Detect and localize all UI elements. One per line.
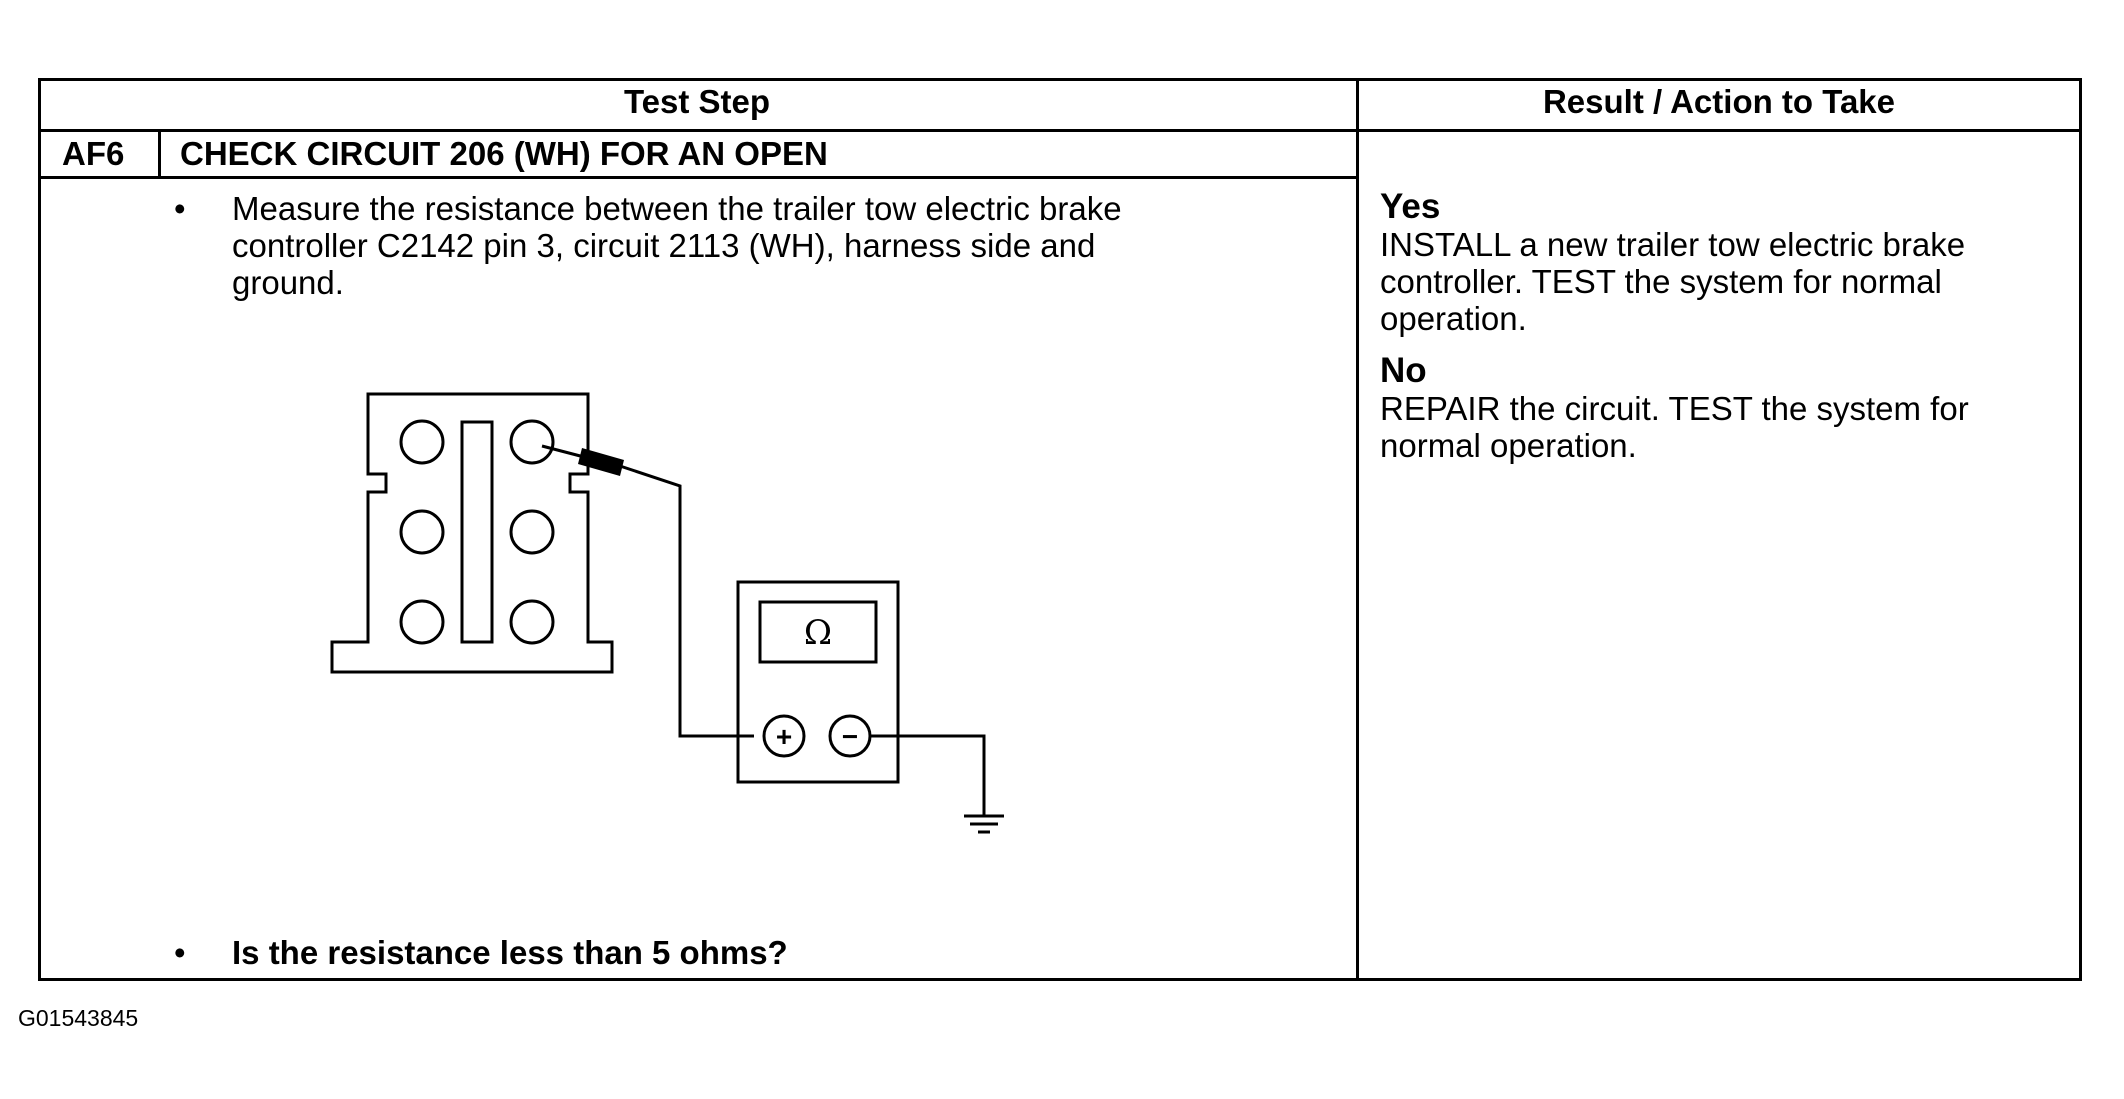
instruction-bullet: • (174, 190, 186, 227)
header-row-rule (38, 129, 2082, 132)
step-title: CHECK CIRCUIT 206 (WH) FOR AN OPEN (180, 135, 828, 172)
result-yes-action: INSTALL a new trailer tow electric brake… (1380, 226, 1966, 337)
step-title-rule (38, 176, 1358, 179)
connector-center-bar (460, 420, 494, 644)
connector-meter-diagram: Ω + − (330, 392, 1004, 834)
figure-code: G01543845 (18, 1005, 139, 1031)
result-no-label: No (1380, 351, 1427, 390)
result-no-action: REPAIR the circuit. TEST the system for … (1380, 390, 1969, 464)
ohmmeter-display (758, 600, 878, 664)
question-bullet: • (174, 934, 186, 971)
header-test-step: Test Step (623, 83, 771, 120)
connector-pin-3 (509, 419, 555, 465)
header-result-action: Result / Action to Take (1542, 83, 1896, 120)
question-text: Is the resistance less than 5 ohms? (232, 934, 788, 971)
step-id: AF6 (62, 135, 125, 172)
positive-terminal-label: + (776, 721, 792, 752)
positive-terminal (762, 714, 806, 758)
step-id-divider (158, 129, 161, 179)
probe-wire (619, 464, 754, 738)
negative-terminal-label: − (842, 721, 858, 752)
connector-pin (399, 509, 445, 555)
diagnostic-table (38, 78, 2082, 981)
ohm-symbol: Ω (804, 613, 832, 653)
connector-pin (399, 419, 445, 465)
connector-outline (330, 392, 614, 674)
result-yes-label: Yes (1380, 187, 1441, 226)
column-divider (1356, 78, 1359, 981)
instruction-text: Measure the resistance between the trail… (232, 190, 1122, 301)
test-probe (541, 444, 624, 476)
connector-pin (509, 599, 555, 645)
connector-pin (509, 509, 555, 555)
ground-wire (870, 734, 986, 816)
connector-pin (399, 599, 445, 645)
ohmmeter-body (736, 580, 900, 784)
